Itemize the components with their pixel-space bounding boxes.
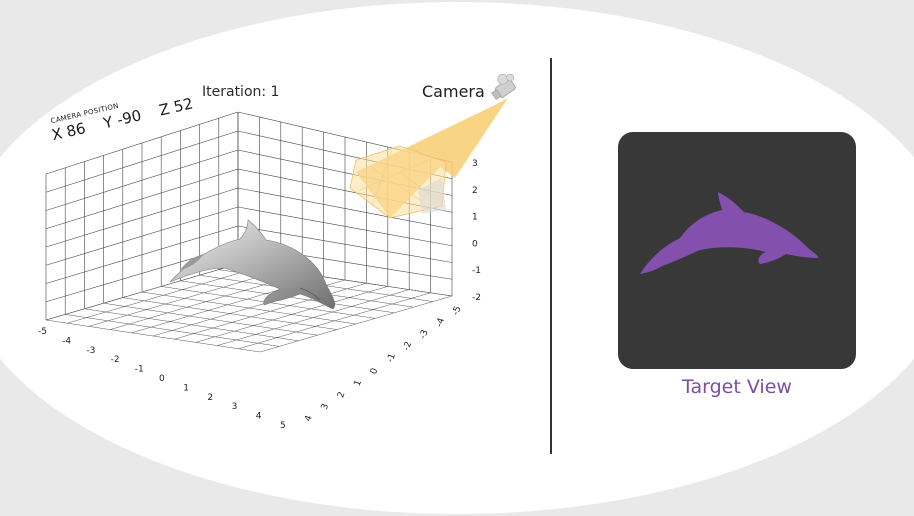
tick-label: 5	[280, 421, 286, 431]
grid-line	[45, 168, 239, 230]
tick-label: 1	[472, 213, 478, 223]
floor-grid-line	[103, 302, 318, 336]
tick-label: 3	[232, 402, 238, 412]
tick-label: 2	[336, 391, 347, 400]
iteration-label: Iteration: 1	[202, 84, 280, 100]
tick-label: 3	[472, 159, 478, 169]
tick-label: 0	[472, 239, 478, 249]
tick-label: -4	[62, 336, 71, 346]
grid-line	[237, 206, 453, 247]
tick-label: 0	[369, 367, 380, 376]
dolphin-tail	[180, 254, 204, 270]
target-dolphin-silhouette	[618, 132, 856, 369]
plot-walls	[45, 111, 453, 353]
grid-line	[45, 225, 239, 284]
tick-label: -2	[472, 293, 481, 303]
floor-grid-line	[65, 314, 280, 347]
tick-label: -3	[86, 346, 95, 356]
panel-divider	[550, 58, 552, 454]
dolphin-body	[169, 219, 336, 310]
tick-label: 0	[159, 374, 165, 384]
tick-label: -1	[472, 266, 481, 276]
tick-label: 2	[207, 393, 213, 403]
tick-label: 3	[320, 402, 331, 411]
grid-line	[45, 206, 239, 266]
grid-line	[45, 111, 239, 175]
camera-icon	[491, 73, 516, 100]
floor-grid-line	[45, 319, 261, 353]
floor-grid-line	[122, 297, 337, 330]
tick-label: 1	[353, 379, 364, 388]
tick-label: -3	[418, 329, 430, 341]
tick-label: -1	[135, 365, 144, 375]
tick-label: 1	[183, 383, 189, 393]
camera-frustum	[349, 98, 508, 219]
grid-line	[45, 187, 239, 248]
grid-line	[45, 130, 239, 193]
tick-label: -5	[451, 305, 463, 317]
tick-label: -5	[38, 327, 47, 337]
dolphin-model	[169, 219, 336, 310]
tick-label: -2	[111, 355, 120, 365]
floor-grid-line	[141, 291, 357, 325]
grid-line	[237, 225, 453, 263]
grid-line	[45, 149, 239, 211]
tick-label: -1	[385, 352, 397, 364]
grid-line	[237, 187, 453, 230]
tick-label: -4	[435, 317, 448, 329]
dolphin-silhouette-shape	[640, 192, 819, 274]
camera-label: Camera	[422, 82, 485, 101]
tick-label: 4	[256, 412, 262, 422]
tick-label: -2	[402, 340, 414, 352]
target-view-label: Target View	[682, 376, 792, 398]
tick-label: 2	[472, 186, 478, 196]
tick-label: 4	[303, 414, 314, 423]
floor-grid-line	[84, 308, 299, 342]
